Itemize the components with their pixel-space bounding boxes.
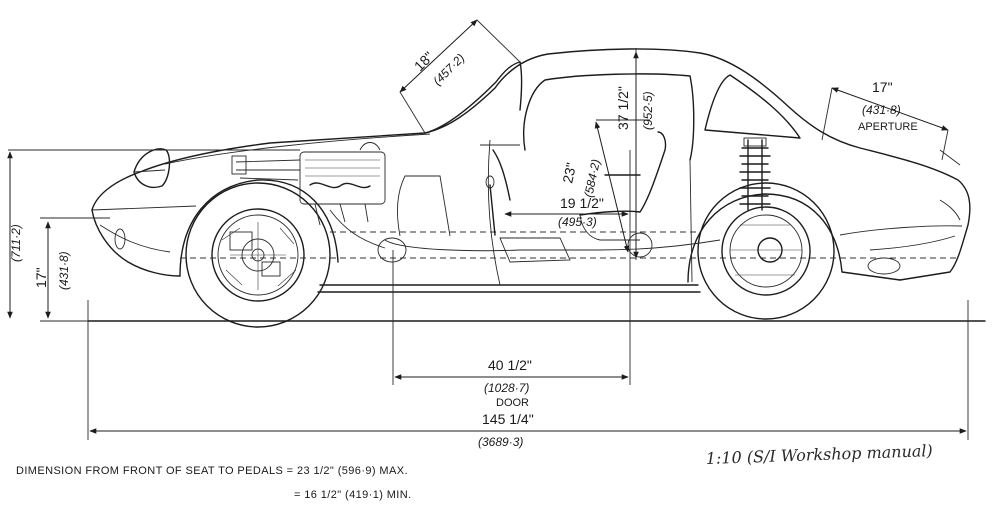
wheel-height-metric: (431·8) — [57, 251, 71, 290]
sill-height-metric: (711·2) — [9, 224, 23, 262]
wheel-height-imperial: 17" — [33, 267, 49, 288]
seat-length-metric: (495·3) — [558, 215, 597, 229]
overall-dim-imperial: 145 1/4" — [482, 411, 534, 427]
pedal-note-line2: = 16 1/2" (419·1) MIN. — [294, 489, 412, 501]
aperture-dim-metric: (431·8) — [862, 103, 901, 117]
seat-back-imperial: 23" — [559, 161, 579, 184]
engine — [231, 142, 386, 249]
front-wheel — [185, 182, 331, 328]
car-body — [91, 48, 971, 293]
dimension-labels: 18" (457·2) 37 1/2" (952·5) 17" (431·8) … — [9, 48, 918, 449]
roof-height-metric: (952·5) — [641, 91, 655, 130]
overall-dim-metric: (3689·3) — [478, 435, 523, 449]
rear-wheel — [697, 182, 835, 320]
door-dim-metric: (1028·7) — [484, 381, 529, 395]
handwritten-scale-note: 1:10 (S/I Workshop manual) — [705, 441, 933, 468]
notes: DIMENSION FROM FRONT OF SEAT TO PEDALS =… — [16, 441, 933, 501]
door-label: DOOR — [496, 397, 529, 409]
pedal-note-line1: DIMENSION FROM FRONT OF SEAT TO PEDALS =… — [16, 465, 408, 477]
seat-length-imperial: 19 1/2" — [560, 195, 604, 211]
aperture-label: APERTURE — [858, 121, 918, 133]
windscreen-dim-metric: (457·2) — [430, 51, 467, 88]
roof-height-imperial: 37 1/2" — [615, 86, 631, 130]
dimension-lines — [7, 19, 967, 434]
windscreen-dim-imperial: 18" — [411, 48, 437, 74]
rear-suspension — [739, 137, 771, 211]
seat-back-metric: (584·2) — [581, 158, 603, 199]
aperture-dim-imperial: 17" — [872, 79, 893, 95]
door-dim-imperial: 40 1/2" — [488, 357, 532, 373]
